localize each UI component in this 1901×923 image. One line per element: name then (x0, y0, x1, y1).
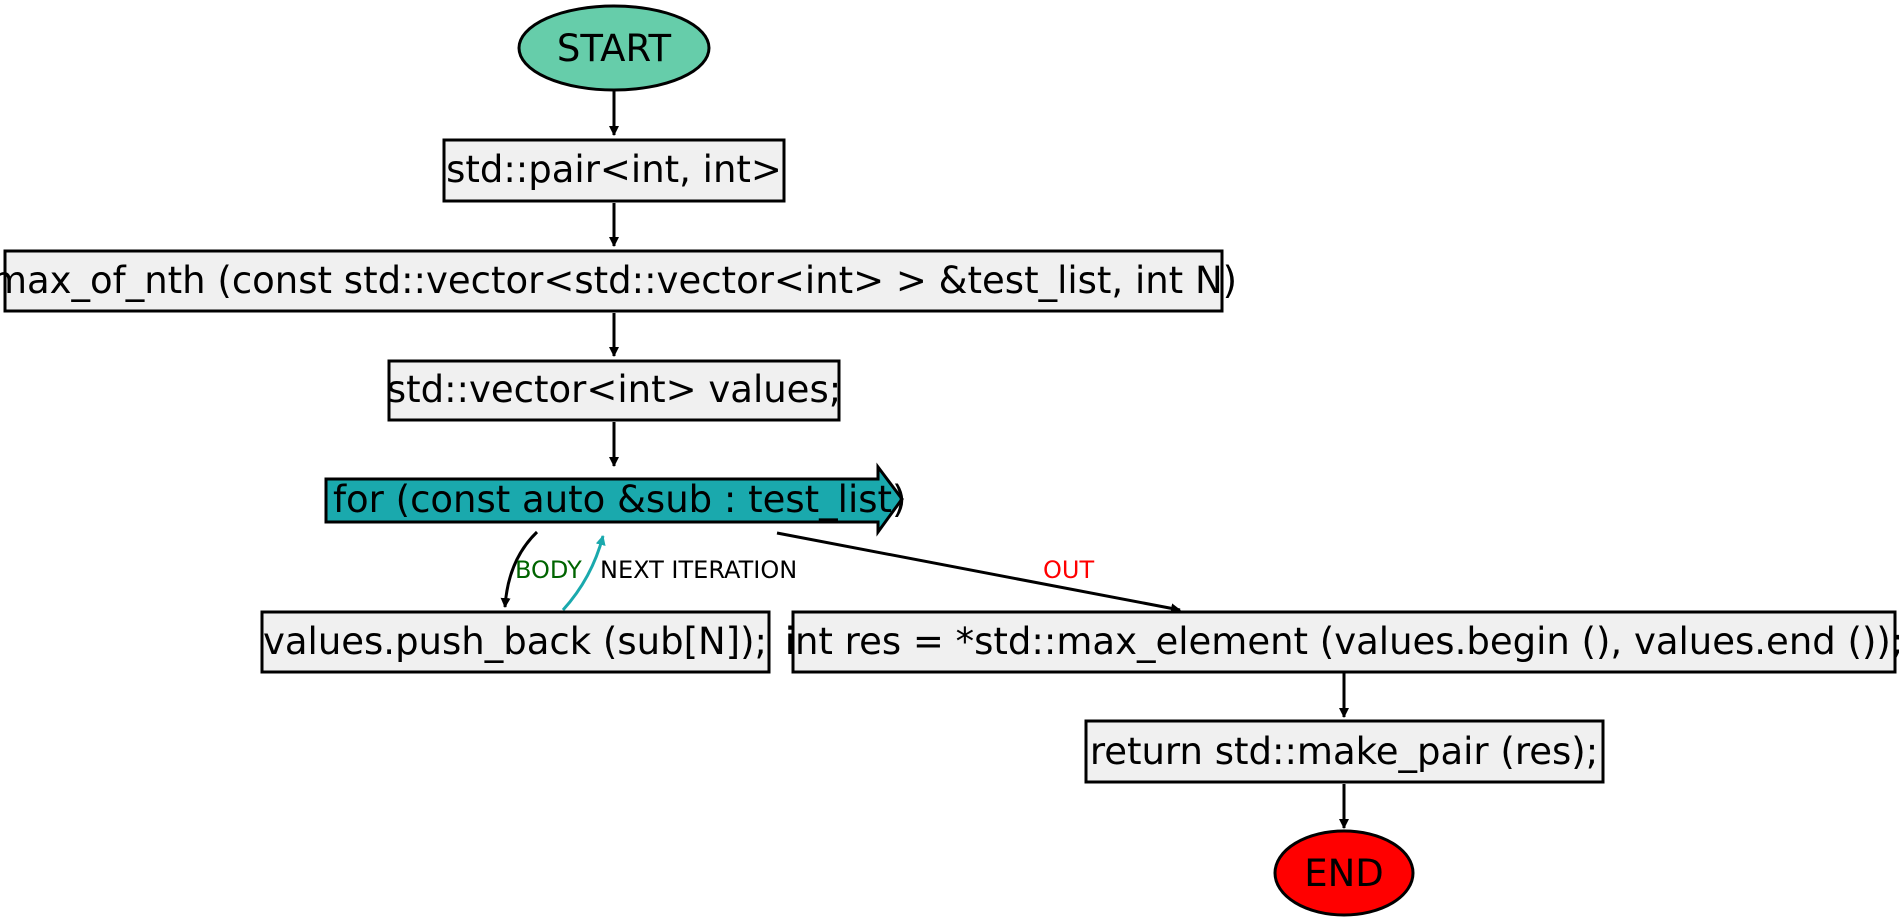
node-return-stmt: return std::make_pair (res); (1084, 719, 1605, 784)
node-max-element: int res = *std::max_element (values.begi… (785, 610, 1901, 674)
signature-label: max_of_nth (const std::vector<std::vecto… (0, 259, 1237, 302)
push-back-box (260, 610, 771, 674)
edge-loop-body (500, 530, 539, 608)
node-return-type: std::pair<int, int> (442, 138, 786, 203)
loop-shape (324, 462, 904, 537)
node-decl-values: std::vector<int> values; (387, 359, 841, 422)
edge-label-next-iteration: NEXT ITERATION (600, 556, 797, 584)
node-end: END (1273, 829, 1415, 917)
node-push-back: values.push_back (sub[N]); (260, 610, 771, 674)
edge-label-out: OUT (1043, 556, 1094, 584)
loop-label: for (const auto &sub : test_list) (333, 478, 906, 521)
node-start: START (517, 4, 711, 92)
max-element-label: int res = *std::max_element (values.begi… (785, 620, 1901, 663)
edge-label-body: BODY (515, 556, 582, 584)
return-type-box (442, 138, 786, 203)
start-ellipse (517, 4, 711, 92)
edge-loop-out (776, 531, 1181, 614)
node-loop: for (const auto &sub : test_list) (324, 462, 906, 537)
end-ellipse (1273, 829, 1415, 917)
decl-values-box (387, 359, 841, 422)
return-stmt-label: return std::make_pair (res); (1090, 730, 1598, 773)
edges (500, 91, 1349, 829)
return-stmt-box (1084, 719, 1605, 784)
max-element-box (791, 610, 1897, 674)
push-back-label: values.push_back (sub[N]); (263, 620, 767, 663)
decl-values-label: std::vector<int> values; (387, 368, 841, 411)
node-signature: max_of_nth (const std::vector<std::vecto… (0, 249, 1237, 313)
return-type-label: std::pair<int, int> (446, 148, 782, 191)
start-label: START (557, 27, 672, 70)
end-label: END (1304, 852, 1384, 895)
edge-next-iteration (561, 535, 606, 612)
signature-box (3, 249, 1224, 313)
